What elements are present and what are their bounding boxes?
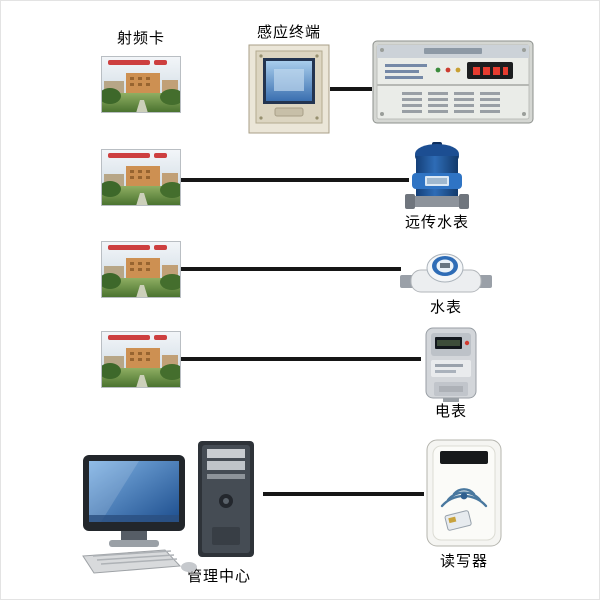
induction-terminal-image	[248, 44, 330, 134]
rfid-card-image-2	[101, 149, 181, 206]
management-center-computer-image	[82, 441, 254, 574]
connector-line-card-water-meter	[181, 267, 401, 271]
reader-writer-image	[426, 439, 502, 547]
connector-line-terminal-controller	[330, 87, 372, 91]
management-center-label: 管理中心	[186, 567, 251, 585]
water-meter-image	[400, 253, 492, 293]
rfid-card-image-1	[101, 56, 181, 113]
connector-line-card-remote-water-meter	[181, 178, 409, 182]
rfid-card-label: 射频卡	[116, 29, 165, 47]
electric-meter-label: 电表	[434, 402, 467, 420]
water-meter-label: 水表	[429, 298, 462, 316]
rfid-card-image-4	[101, 331, 181, 388]
connector-line-card-electric-meter	[181, 357, 421, 361]
remote-water-meter-label: 远传水表	[404, 213, 469, 231]
controller-unit-image	[372, 40, 534, 124]
rfid-card-image-3	[101, 241, 181, 298]
card-tag-icon	[444, 510, 472, 531]
induction-terminal-label: 感应终端	[256, 23, 321, 41]
electric-meter-image	[425, 327, 477, 402]
reader-writer-label: 读写器	[439, 552, 488, 570]
connector-line-computer-reader	[263, 492, 424, 496]
remote-water-meter-image	[405, 142, 469, 209]
